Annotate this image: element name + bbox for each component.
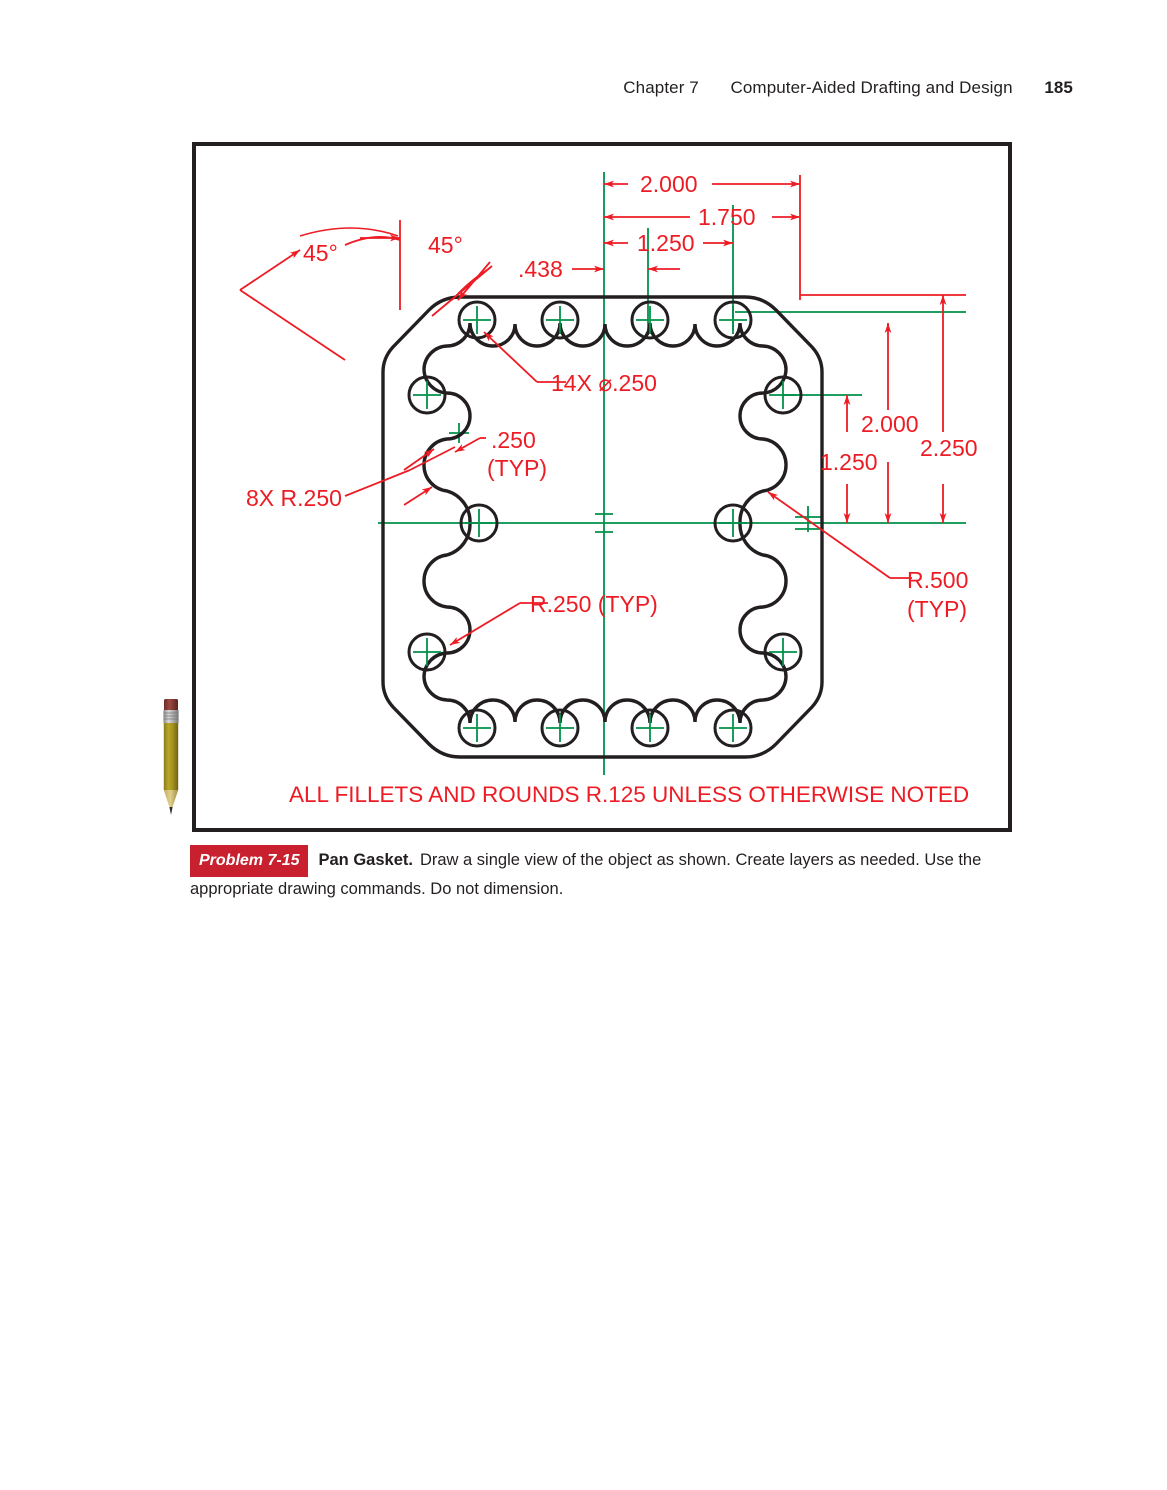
figure-caption: Problem 7-15 Pan Gasket. Draw a single vie… (190, 845, 1025, 902)
problem-badge: Problem 7-15 (190, 845, 309, 877)
part-name: Pan Gasket. (318, 851, 413, 869)
caption-line-2: Use the appropriate drawing commands. Do… (190, 851, 982, 898)
running-head: Chapter 7 Computer-Aided Drafting and De… (0, 78, 1073, 98)
chapter-label: Chapter 7 (623, 78, 699, 97)
caption-line-1: Draw a single view of the object as show… (419, 851, 920, 869)
chapter-title: Computer-Aided Drafting and Design (730, 78, 1013, 97)
pencil-icon (163, 699, 179, 815)
page-number: 185 (1044, 78, 1073, 97)
figure-border (192, 142, 1012, 832)
